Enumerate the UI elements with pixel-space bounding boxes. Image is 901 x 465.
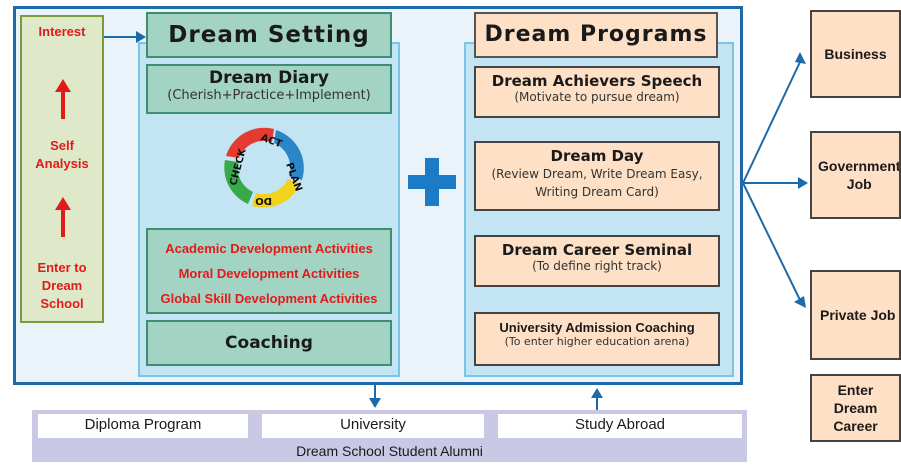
activities-box: Academic Development Activities Moral De… — [146, 228, 392, 314]
dream-diary-subtitle: (Cherish+Practice+Implement) — [167, 88, 371, 103]
program-box: Dream Achievers Speech (Motivate to purs… — [474, 66, 720, 118]
activity-item: Academic Development Activities — [165, 241, 373, 256]
alumni-label: Dream School Student Alumni — [296, 443, 483, 459]
self-analysis-label: Self Analysis — [35, 138, 89, 171]
university-cell: University — [262, 414, 484, 438]
enter-school-label: Enter to Dream School — [37, 260, 87, 311]
cycle-do-label: DO — [255, 195, 272, 206]
program-title: Dream Achievers Speech — [491, 72, 703, 90]
activity-item: Global Skill Development Activities — [160, 291, 378, 306]
program-box: University Admission Coaching (To enter … — [474, 312, 720, 366]
program-subtitle: (To define right track) — [532, 259, 662, 273]
program-title: Dream Day — [550, 147, 644, 165]
study-abroad-cell: Study Abroad — [498, 414, 742, 438]
activity-item: Moral Development Activities — [178, 266, 360, 281]
program-subtitle: (Motivate to pursue dream) — [514, 90, 680, 104]
dream-setting-title: Dream Setting — [146, 12, 392, 58]
dream-diary-title: Dream Diary — [208, 68, 329, 88]
career-government-box: Government Job — [810, 131, 901, 219]
coaching-label: Coaching — [225, 333, 313, 353]
program-subtitle: (Review Dream, Write Dream Easy, Writing… — [491, 167, 703, 199]
interest-label: Interest — [38, 24, 86, 39]
enter-dream-career-box: Enter Dream Career — [810, 374, 901, 442]
pdca-cycle-icon: ACT PLAN DO CHECK — [224, 127, 304, 208]
dream-programs-title: Dream Programs — [474, 12, 718, 58]
program-box: Dream Career Seminal (To define right tr… — [474, 235, 720, 287]
left-progress-column: Interest Self Analysis Enter to Dream Sc… — [20, 15, 104, 323]
program-subtitle: (To enter higher education arena) — [504, 335, 690, 348]
program-title: University Admission Coaching — [499, 320, 695, 335]
plus-icon — [408, 158, 456, 206]
coaching-box: Coaching — [146, 320, 392, 366]
up-arrow-icon — [55, 79, 71, 119]
career-business-box: Business — [810, 10, 901, 98]
diploma-program-cell: Diploma Program — [38, 414, 248, 438]
program-box: Dream Day (Review Dream, Write Dream Eas… — [474, 141, 720, 211]
dream-diary-box: Dream Diary (Cherish+Practice+Implement) — [146, 64, 392, 114]
up-arrow-icon — [55, 197, 71, 237]
program-title: Dream Career Seminal — [501, 241, 693, 259]
career-private-box: Private Job — [810, 270, 901, 360]
